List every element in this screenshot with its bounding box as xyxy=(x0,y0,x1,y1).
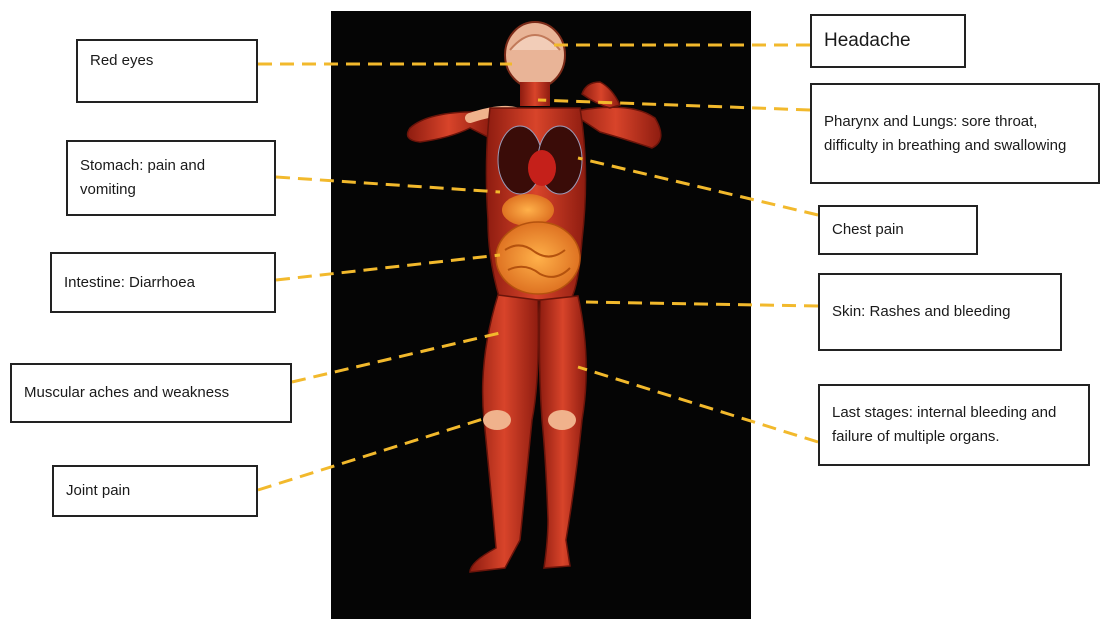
label-joint-pain: Joint pain xyxy=(52,465,258,517)
leader-muscular xyxy=(292,333,500,382)
label-text: Pharynx and Lungs: sore throat, difficul… xyxy=(824,110,1086,158)
label-intestine: Intestine: Diarrhoea xyxy=(50,252,276,313)
label-text: Chest pain xyxy=(832,218,904,242)
label-text: Headache xyxy=(824,29,911,53)
leader-skin xyxy=(586,302,818,306)
leader-pharynx xyxy=(538,100,810,110)
leader-chest xyxy=(578,158,818,215)
label-red-eyes: Red eyes xyxy=(76,39,258,103)
label-text: Red eyes xyxy=(90,49,153,73)
label-skin: Skin: Rashes and bleeding xyxy=(818,273,1062,351)
label-last-stages: Last stages: internal bleeding and failu… xyxy=(818,384,1090,466)
label-text: Joint pain xyxy=(66,479,130,503)
leader-joint xyxy=(258,418,486,490)
label-muscular: Muscular aches and weakness xyxy=(10,363,292,423)
leader-intestine xyxy=(276,255,500,280)
label-headache: Headache xyxy=(810,14,966,68)
label-chest-pain: Chest pain xyxy=(818,205,978,255)
leader-stomach xyxy=(276,177,500,192)
label-text: Last stages: internal bleeding and failu… xyxy=(832,401,1076,449)
label-pharynx-lungs: Pharynx and Lungs: sore throat, difficul… xyxy=(810,83,1100,184)
label-text: Skin: Rashes and bleeding xyxy=(832,300,1010,324)
label-stomach: Stomach: pain and vomiting xyxy=(66,140,276,216)
label-text: Stomach: pain and vomiting xyxy=(80,154,262,202)
leader-last-stages xyxy=(578,367,818,442)
label-text: Intestine: Diarrhoea xyxy=(64,271,195,295)
label-text: Muscular aches and weakness xyxy=(24,381,229,405)
